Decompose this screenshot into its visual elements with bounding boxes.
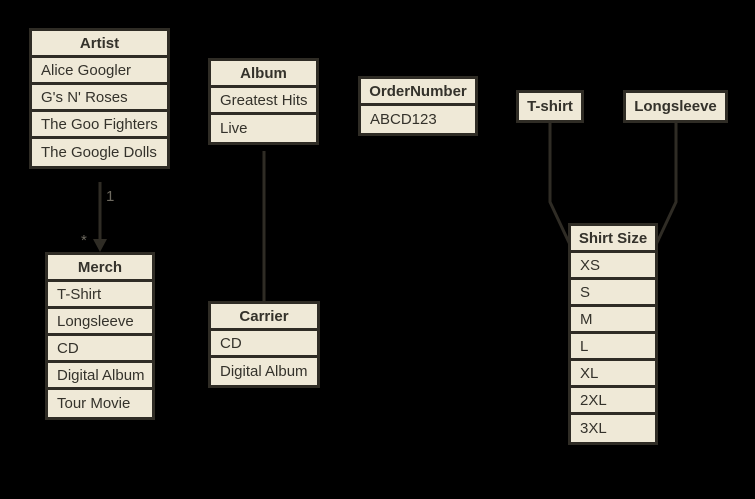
entity-carrier-row-1: Digital Album	[220, 363, 308, 380]
connector-longsleeve-shirtsize	[652, 122, 678, 250]
connector-artist-merch: 1 *	[81, 182, 114, 252]
entity-merch-row-4: Tour Movie	[57, 395, 131, 412]
entity-artist-title: Artist	[32, 31, 167, 58]
entity-tshirt: T-shirt	[516, 90, 584, 123]
entity-shirtsize: Shirt Size XS S M L XL 2XL 3XL	[568, 223, 658, 445]
entity-shirtsize-row-6: 3XL	[580, 420, 607, 437]
entity-album: Album Greatest Hits Live	[208, 58, 319, 145]
connector-tshirt-shirtsize-line	[548, 122, 574, 250]
entity-shirtsize-title: Shirt Size	[571, 226, 655, 253]
entity-artist-row-1: G's N' Roses	[32, 85, 167, 112]
connector-tshirt-shirtsize	[548, 122, 574, 250]
entity-artist-row-0: Alice Googler	[32, 58, 167, 85]
multiplicity-one-label: 1	[106, 188, 114, 205]
arrowhead-down-icon	[93, 239, 107, 252]
entity-shirtsize-row-4: XL	[571, 361, 655, 388]
entity-album-row-1: Live	[220, 120, 248, 137]
entity-longsleeve: Longsleeve	[623, 90, 728, 123]
entity-shirtsize-row-3: L	[571, 334, 655, 361]
entity-album-title: Album	[211, 61, 316, 88]
entity-merch-row-0: T-Shirt	[48, 282, 152, 309]
entity-carrier-title: Carrier	[211, 304, 317, 331]
entity-artist-row-3: The Google Dolls	[41, 144, 157, 161]
entity-shirtsize-row-0: XS	[571, 253, 655, 280]
entity-merch-row-2: CD	[48, 336, 152, 363]
multiplicity-many-label: *	[81, 232, 87, 249]
entity-merch: Merch T-Shirt Longsleeve CD Digital Albu…	[45, 252, 155, 420]
entity-longsleeve-title: Longsleeve	[634, 98, 717, 115]
entity-ordernumber-title: OrderNumber	[361, 79, 475, 106]
entity-shirtsize-row-2: M	[571, 307, 655, 334]
entity-artist: Artist Alice Googler G's N' Roses The Go…	[29, 28, 170, 169]
entity-shirtsize-row-5: 2XL	[571, 388, 655, 415]
entity-ordernumber-row-0: ABCD123	[370, 111, 437, 128]
entity-carrier-row-0: CD	[211, 331, 317, 358]
entity-merch-title: Merch	[48, 255, 152, 282]
entity-merch-row-3: Digital Album	[48, 363, 152, 390]
entity-carrier: Carrier CD Digital Album	[208, 301, 320, 388]
entity-ordernumber: OrderNumber ABCD123	[358, 76, 478, 136]
entity-artist-row-2: The Goo Fighters	[32, 112, 167, 139]
entity-tshirt-title: T-shirt	[527, 98, 573, 115]
entity-merch-row-1: Longsleeve	[48, 309, 152, 336]
entity-album-row-0: Greatest Hits	[211, 88, 316, 115]
entity-shirtsize-row-1: S	[571, 280, 655, 307]
connector-longsleeve-shirtsize-line	[652, 122, 678, 250]
